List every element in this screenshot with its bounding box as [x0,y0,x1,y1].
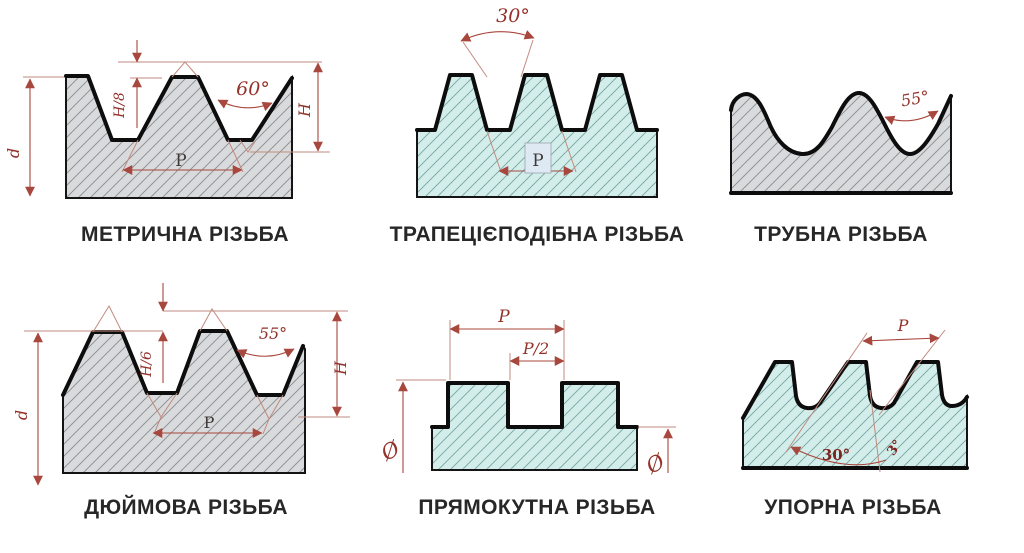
rectangular-half-pitch-label: P/2 [522,339,549,358]
metric-thread-diagram: 60° H/8 H d P [0,0,345,215]
pipe-thread-diagram: 55° [700,40,1024,215]
rectangular-pitch-label: P [497,307,510,327]
title-trapezoidal-thread: ТРАПЕЦІЄПОДІБНА РІЗЬБА [389,223,685,246]
metric-crest-flat-label: H/8 [112,92,128,119]
thread-profile-crest [61,329,305,397]
dimension-lines [460,30,577,176]
dimension-lines [24,283,350,486]
metric-pitch-label: P [175,151,186,171]
inch-diameter-label: d [12,410,31,420]
title-inch-thread: ДЮЙМОВА РІЗЬБА [84,496,288,519]
metric-diameter-label: d [4,148,23,158]
metric-height-label: H [295,102,314,118]
inch-thread-diagram: 55° H/6 H d P [0,280,360,505]
thread-profile-crest [430,381,639,429]
dimension-lines [884,110,939,125]
dimension-lines [785,329,946,473]
inch-crest-flat-label: H/6 [139,351,155,378]
rectangular-thread-diagram: P P/2 Ø Ø [380,300,700,500]
thread-profile-body [62,330,306,474]
buttress-thread-diagram: P 30° 3° [710,300,1024,500]
buttress-flank-angle-label: 30° [822,446,850,464]
metric-angle-label: 60° [236,78,270,100]
thread-profile-body [416,74,658,198]
dimension-lines [396,320,676,473]
metric-thread-svg: 60° H/8 H d P [4,40,330,199]
trapezoidal-thread-svg: 30° P [415,5,659,198]
rectangular-minor-diameter-label: Ø [641,449,669,479]
pitch-label-box [524,142,552,174]
rectangular-thread-svg: P P/2 Ø Ø [380,307,676,479]
title-rectangular-thread: ПРЯМОКУТНА РІЗЬБА [418,496,656,519]
inch-height-label: H [331,360,350,376]
inch-angle-label: 55° [259,324,287,343]
trapezoidal-thread-diagram: 30° P [370,0,700,215]
buttress-steep-angle-label: 3° [885,437,906,458]
thread-profile-crest [415,73,659,132]
trapezoidal-angle-label: 30° [496,5,530,27]
dimension-lines [23,40,330,197]
pipe-angle-label: 55° [899,87,930,111]
thread-profile-crest [741,360,969,420]
inch-thread-svg: 55° H/6 H d P [12,283,350,486]
thread-profile-crest [729,91,953,156]
rectangular-major-diameter-label: Ø [380,436,405,466]
thread-profile-body [742,361,968,469]
inch-pitch-label: P [204,413,215,432]
buttress-thread-svg: P 30° 3° [741,316,969,473]
trapezoidal-pitch-label: P [532,151,543,171]
title-pipe-thread: ТРУБНА РІЗЬБА [754,223,928,246]
buttress-pitch-label: P [897,316,909,335]
title-metric-thread: МЕТРИЧНА РІЗЬБА [81,223,289,246]
title-buttress-thread: УПОРНА РІЗЬБА [764,496,942,519]
pipe-thread-svg: 55° [729,87,953,195]
